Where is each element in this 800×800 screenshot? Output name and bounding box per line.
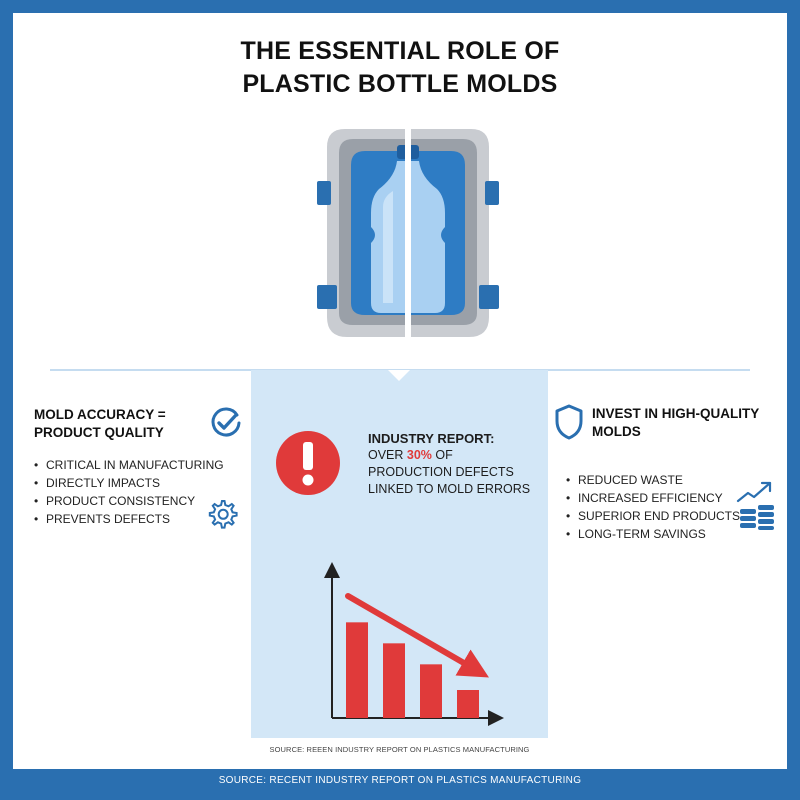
money-growth-icon [736,481,774,530]
invest-heading: INVEST IN HIGH-QUALITY MOLDS [592,406,760,439]
report-line-4: LINKED TO MOLD ERRORS [368,482,531,496]
list-item: PRODUCT CONSISTENCY [34,492,249,510]
exclamation-icon [276,431,340,495]
chart-bar-2 [383,643,405,718]
infographic-frame: THE ESSENTIAL ROLE OF PLASTIC BOTTLE MOL… [13,13,787,769]
gear-icon [208,500,238,529]
report-percent: 30% [406,448,432,462]
defects-bar-chart [324,562,504,726]
trend-arrow [345,593,489,678]
title-line-1: THE ESSENTIAL ROLE OF [240,37,560,65]
mold-accuracy-heading: MOLD ACCURACY = PRODUCT QUALITY [34,407,166,440]
check-circle-icon [211,407,241,437]
invest-list: REDUCED WASTE INCREASED EFFICIENCY SUPER… [566,471,756,543]
chart-bar-3 [420,664,442,718]
chart-bar-1 [346,622,368,718]
list-item: REDUCED WASTE [566,471,756,489]
footer-source: SOURCE: RECENT INDUSTRY REPORT ON PLASTI… [218,775,582,786]
industry-report-text: INDUSTRY REPORT: OVER 30% OF PRODUCTION … [368,430,548,498]
list-item: LONG-TERM SAVINGS [566,525,756,543]
list-item: CRITICAL IN MANUFACTURING [34,456,249,474]
report-line-3: PRODUCTION DEFECTS [368,465,514,479]
list-item: PREVENTS DEFECTS [34,510,249,528]
chart-bar-4 [457,690,479,718]
bottle-mold-illustration [317,129,499,337]
report-heading: INDUSTRY REPORT: [368,431,495,446]
report-line-2: OVER 30% OF [368,448,453,462]
list-item: SUPERIOR END PRODUCTS [566,507,756,525]
mold-accuracy-list: CRITICAL IN MANUFACTURING DIRECTLY IMPAC… [34,456,249,528]
title-line-2: PLASTIC BOTTLE MOLDS [242,70,558,98]
panel-source-note: SOURCE: REEEN INDUSTRY REPORT ON PLASTIC… [269,745,530,754]
shield-icon [555,404,583,440]
list-item: DIRECTLY IMPACTS [34,474,249,492]
page-title: THE ESSENTIAL ROLE OF PLASTIC BOTTLE MOL… [13,35,787,101]
panel-notch [388,370,410,381]
list-item: INCREASED EFFICIENCY [566,489,756,507]
